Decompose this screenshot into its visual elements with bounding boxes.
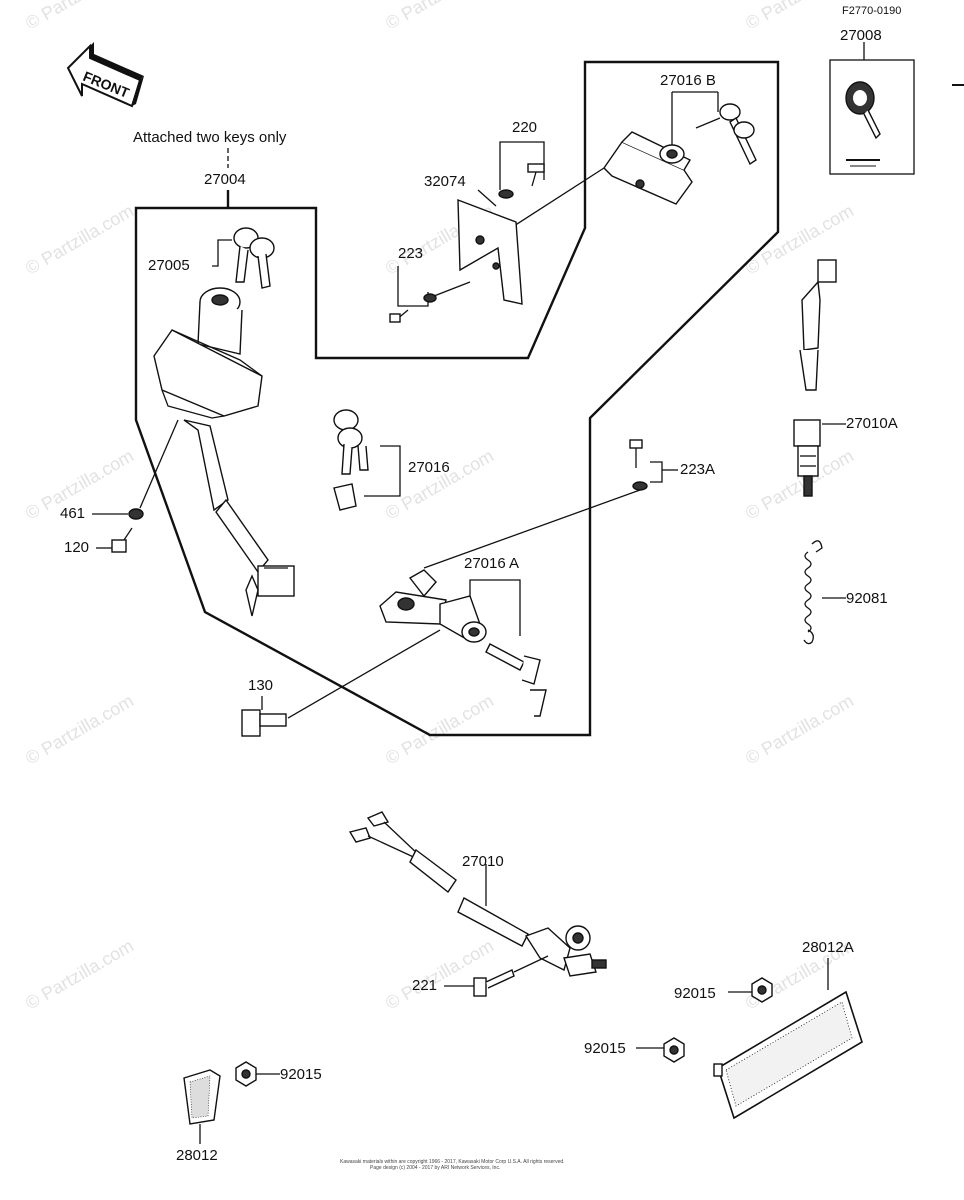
part-label-92015-upper: 92015 xyxy=(674,985,716,1002)
part-label-461: 461 xyxy=(60,505,85,522)
part-label-27005: 27005 xyxy=(148,257,190,274)
part-label-120: 120 xyxy=(64,539,89,556)
bolt-130 xyxy=(241,709,287,737)
assembly-outline xyxy=(134,60,780,737)
seat-lock-27016B xyxy=(603,103,757,205)
front-arrow: FRONT xyxy=(66,42,144,108)
nut-92015-middle xyxy=(663,1037,685,1063)
helmet-lock-27016A xyxy=(379,569,547,717)
part-label-27016B: 27016 B xyxy=(660,72,716,89)
part-label-27016A: 27016 A xyxy=(464,555,519,572)
keys-27016 xyxy=(333,409,369,511)
screw-221 xyxy=(473,969,515,997)
brake-switch-27010 xyxy=(348,811,607,977)
ignition-switch-27004 xyxy=(153,287,295,617)
reflector-28012A xyxy=(713,990,863,1120)
screw-220 xyxy=(498,163,545,199)
part-label-28012A: 28012A xyxy=(802,939,854,956)
part-label-27008: 27008 xyxy=(840,27,882,44)
part-label-92015-lower: 92015 xyxy=(280,1066,322,1083)
part-label-27004: 27004 xyxy=(204,171,246,188)
watermark-layer: © Partzilla.com © Partzilla.com © Partzi… xyxy=(22,0,857,1013)
reflector-28012 xyxy=(183,1069,221,1125)
bolt-120 xyxy=(111,527,133,553)
neutral-switch-27010A xyxy=(793,259,837,497)
part-label-223A: 223A xyxy=(680,461,715,478)
part-label-28012: 28012 xyxy=(176,1147,218,1164)
watermark: © Partzilla.com xyxy=(382,0,497,33)
bracket-32074 xyxy=(457,198,523,305)
nut-92015-lower xyxy=(235,1061,257,1087)
note-two-keys: Attached two keys only xyxy=(133,129,287,146)
part-label-92015-middle: 92015 xyxy=(584,1040,626,1057)
part-label-27010A: 27010A xyxy=(846,415,898,432)
part-label-27016: 27016 xyxy=(408,459,450,476)
part-label-221: 221 xyxy=(412,977,437,994)
screw-223A xyxy=(629,439,648,491)
watermark: © Partzilla.com xyxy=(382,690,497,768)
copyright-line-2: Page design (c) 2004 - 2017 by ARI Netwo… xyxy=(370,1165,500,1171)
watermark: © Partzilla.com xyxy=(382,935,497,1013)
watermark: © Partzilla.com xyxy=(382,445,497,523)
part-label-130: 130 xyxy=(248,677,273,694)
part-label-27010: 27010 xyxy=(462,853,504,870)
watermark: © Partzilla.com xyxy=(22,0,137,33)
watermark: © Partzilla.com xyxy=(742,690,857,768)
watermark: © Partzilla.com xyxy=(742,200,857,278)
spring-92081 xyxy=(803,540,823,645)
part-label-220: 220 xyxy=(512,119,537,136)
keys-27005 xyxy=(233,227,275,289)
key-card xyxy=(829,59,915,175)
part-label-223: 223 xyxy=(398,245,423,262)
screw-223 xyxy=(389,293,437,323)
watermark: © Partzilla.com xyxy=(22,935,137,1013)
reference-code: F2770-0190 xyxy=(842,5,901,17)
part-label-92081: 92081 xyxy=(846,590,888,607)
watermark: © Partzilla.com xyxy=(22,200,137,278)
nut-92015-upper xyxy=(751,977,773,1003)
copyright-line-1: Kawasaki materials within are copyright … xyxy=(340,1159,565,1165)
watermark: © Partzilla.com xyxy=(22,690,137,768)
part-label-32074: 32074 xyxy=(424,173,466,190)
